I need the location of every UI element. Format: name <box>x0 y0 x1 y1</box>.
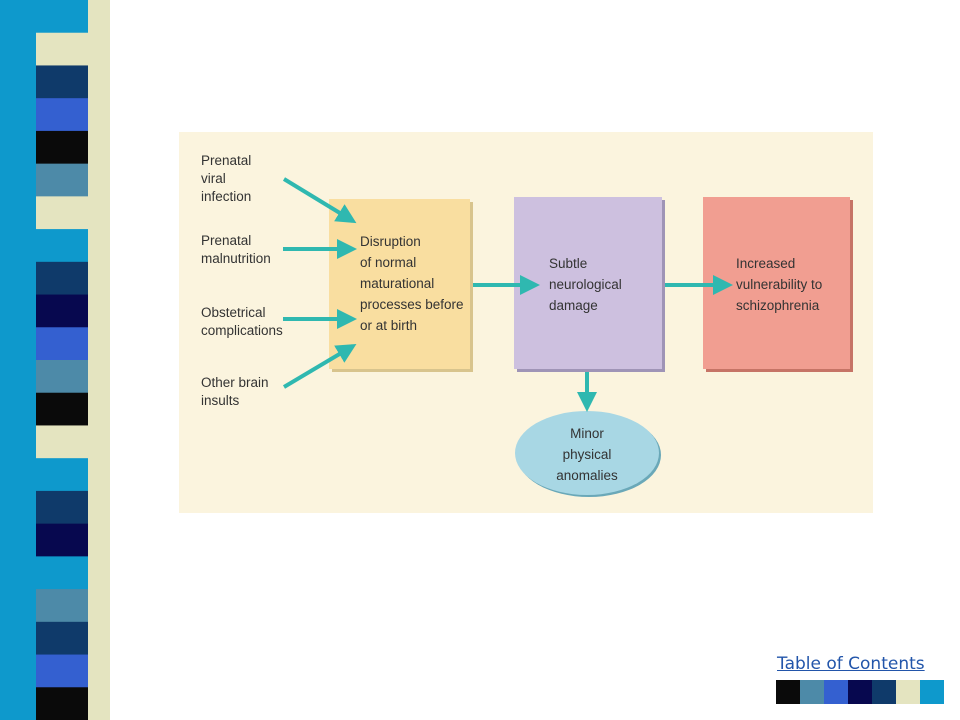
stripe-block <box>36 294 88 328</box>
stripe-block <box>36 621 88 656</box>
cause-label-malnutrition: Prenatal malnutrition <box>201 233 271 266</box>
stripe-block <box>36 0 88 34</box>
color-swatch-strip <box>776 680 944 704</box>
arrow-viral-infection <box>282 177 357 224</box>
stripe-block <box>36 392 88 426</box>
stripe-block <box>36 589 88 623</box>
vulnerability-box-label: Increased vulnerability to schizophrenia <box>736 256 823 313</box>
anomalies-ellipse <box>515 411 659 495</box>
disruption-box <box>329 199 470 369</box>
stripe-block <box>36 163 88 197</box>
stripe-block <box>36 196 88 230</box>
color-swatch <box>872 680 896 704</box>
disruption-box-label: Disruption of normal maturational proces… <box>360 234 464 333</box>
cause-label-obstetrical: Obstetrical complications <box>201 305 283 338</box>
stripe-block <box>36 360 88 394</box>
stripe-block <box>36 687 88 720</box>
stripe-block <box>36 654 88 688</box>
stripe-block <box>36 130 88 165</box>
stripe-block <box>36 458 88 492</box>
stripe-block <box>36 229 88 263</box>
color-swatch <box>824 680 848 704</box>
stripe-block <box>36 65 88 99</box>
left-edge-stripe <box>0 0 36 720</box>
stripe-block <box>36 32 88 66</box>
stripe-block <box>36 327 88 361</box>
color-swatch <box>920 680 944 704</box>
color-swatch <box>776 680 800 704</box>
anomalies-ellipse-label: Minor physical anomalies <box>556 426 618 483</box>
stripe-block <box>36 490 88 525</box>
color-swatch <box>848 680 872 704</box>
cause-label-other-insults: Other brain insults <box>201 375 269 408</box>
stripe-block <box>36 523 88 557</box>
decorative-stripe-bar <box>0 0 110 720</box>
arrow-other-insults <box>282 343 357 389</box>
color-swatch <box>800 680 824 704</box>
cause-label-viral-infection: Prenatal viral infection <box>201 153 252 204</box>
stripe-edge <box>88 0 110 720</box>
color-swatch <box>896 680 920 704</box>
stripe-block <box>36 98 88 132</box>
stripe-block <box>36 556 88 590</box>
neurological-damage-box-label: Subtle neurological damage <box>549 256 622 313</box>
flow-diagram <box>282 177 853 497</box>
diagram-panel: Prenatal viral infection Prenatal malnut… <box>179 132 873 513</box>
stripe-block <box>36 425 88 459</box>
table-of-contents-link[interactable]: Table of Contents <box>777 654 925 674</box>
stripe-block <box>36 261 88 296</box>
